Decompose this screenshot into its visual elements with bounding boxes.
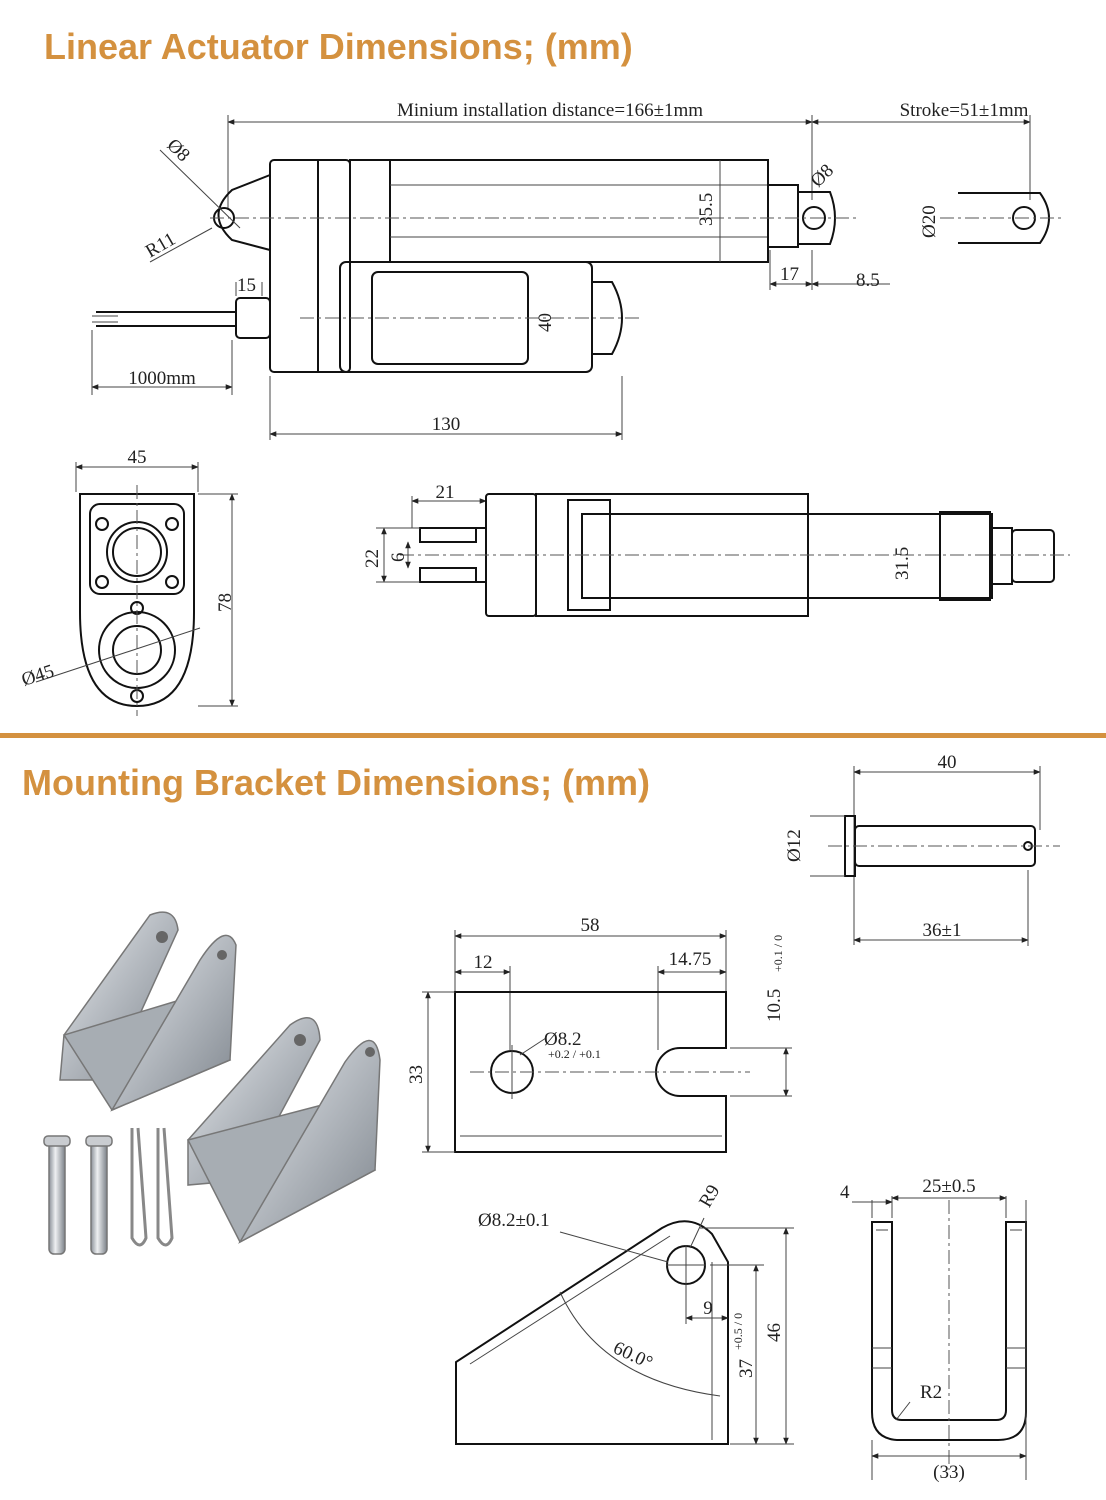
side-plate-drawing (455, 1217, 794, 1445)
pin-dia-label: Ø12 (784, 829, 805, 862)
end-height-label: 78 (215, 593, 236, 612)
side-height-label: 46 (764, 1323, 785, 1342)
tube-dia-label: 35.5 (696, 193, 717, 226)
actuator-top-view (376, 493, 1070, 617)
pin-grip-label: 36±1 (923, 920, 962, 941)
front-hole-label: Ø8 (807, 160, 838, 191)
side-hole-height-tol-label: +0.5 / 0 (731, 1313, 745, 1350)
cable-length-label: 1000mm (128, 368, 196, 389)
clevis-slot-label: 6 (388, 553, 409, 563)
plate-slot-tol-label: +0.1 / 0 (771, 935, 785, 972)
rod-end-dia-label: Ø20 (919, 205, 940, 238)
bracket-section-title: Mounting Bracket Dimensions; (mm) (22, 762, 651, 803)
pin-drawing (810, 766, 1060, 946)
side-angle-label: 60.0° (610, 1337, 656, 1373)
u-inner-label: 25±0.5 (922, 1176, 975, 1197)
side-hole-height-label: 37 (736, 1359, 757, 1378)
stroke-label: Stroke=51±1mm (900, 100, 1029, 121)
u-thickness-label: 4 (840, 1182, 850, 1203)
pin-length-label: 40 (938, 752, 957, 773)
rod-dia-label: 31.5 (892, 547, 913, 580)
side-radius-label: R9 (695, 1181, 724, 1211)
u-bracket-drawing (852, 1195, 1027, 1480)
end-width-label: 45 (128, 447, 147, 468)
clevis-length-label: 21 (436, 482, 455, 503)
min-install-label: Minium installation distance=166±1mm (397, 100, 703, 121)
side-hole-offset-label: 9 (703, 1298, 713, 1319)
body-length-label: 130 (432, 414, 461, 435)
plate-height-label: 33 (406, 1065, 427, 1084)
clevis-width-label: 22 (362, 549, 383, 568)
end-dia-label: Ø45 (19, 661, 57, 691)
plate-hole-tol-label: +0.2 / +0.1 (548, 1047, 601, 1061)
motor-dia-label: 40 (535, 313, 556, 332)
plate-hole-pos-label: 12 (474, 952, 493, 973)
rear-radius-label: R11 (142, 229, 179, 263)
side-hole-label: Ø8.2±0.1 (478, 1210, 550, 1231)
cable-gland-label: 15 (237, 275, 256, 296)
actuator-section-title: Linear Actuator Dimensions; (mm) (44, 26, 633, 67)
plate-width-label: 58 (581, 915, 600, 936)
plate-slot-width-label: 10.5 (764, 989, 785, 1022)
rod-d2-label: 8.5 (856, 270, 880, 291)
actuator-side-view (91, 115, 1065, 440)
plate-slot-pos-label: 14.75 (669, 949, 712, 970)
actuator-end-view (35, 462, 238, 716)
rear-hole-label: Ø8 (163, 135, 194, 166)
plate-hole-label: Ø8.2 (544, 1029, 581, 1050)
section-divider (0, 733, 1106, 738)
u-outer-label: (33) (933, 1462, 965, 1483)
rod-d1-label: 17 (780, 264, 799, 285)
u-bend-radius-label: R2 (920, 1382, 942, 1403)
bracket-kit-photo (43, 911, 381, 1255)
plate-drawing (422, 930, 792, 1153)
